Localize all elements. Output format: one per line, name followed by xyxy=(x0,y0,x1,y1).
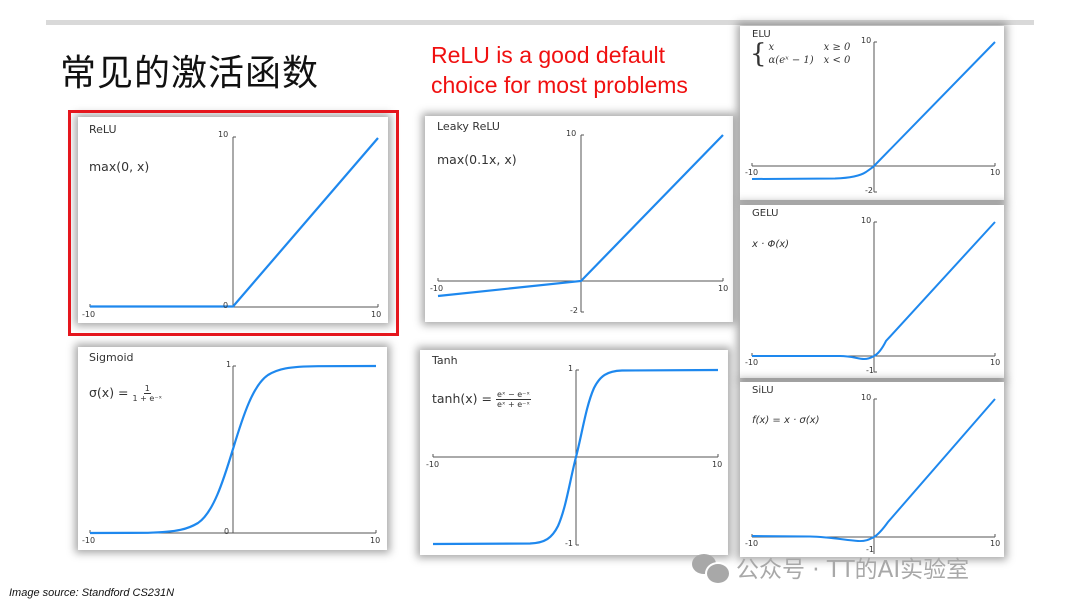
relu-ytick-bot: 0 xyxy=(223,301,229,310)
relu-formula: max(0, x) xyxy=(89,159,150,174)
elu-ytick-top: 10 xyxy=(861,36,872,45)
silu-plot xyxy=(751,398,996,554)
brace-icon: { xyxy=(750,39,767,69)
chart-panel-leaky-relu: Leaky ReLU max(0.1x, x) 10 -2 -10 10 xyxy=(425,116,733,322)
elu-case2-expr: α(eˣ − 1) xyxy=(768,55,814,66)
gelu-formula: x · Φ(x) xyxy=(752,239,790,250)
relu-title: ReLU xyxy=(89,123,117,136)
watermark-text: 公众号 · TT的AI实验室 xyxy=(736,557,970,583)
elu-ytick-bot: -2 xyxy=(865,186,873,195)
relu-highlight-frame xyxy=(68,110,399,336)
tanh-denominator: eˣ + e⁻ˣ xyxy=(497,400,530,409)
elu-case1-expr: x xyxy=(768,42,775,53)
gelu-plot xyxy=(751,221,996,373)
silu-ytick-top: 10 xyxy=(861,393,872,402)
tanh-ytick-bot: -1 xyxy=(565,539,573,548)
tanh-plot xyxy=(432,368,719,546)
relu-xtick-max: 10 xyxy=(371,310,382,319)
sigmoid-xtick-max: 10 xyxy=(370,536,381,545)
silu-xtick-min: -10 xyxy=(745,539,759,548)
elu-xtick-max: 10 xyxy=(990,168,1001,177)
chart-panel-elu: ELU { x x ≥ 0 α(eˣ − 1) x < 0 10 -2 -10 10 xyxy=(740,26,1004,200)
wechat-icon xyxy=(692,552,731,585)
tanh-xtick-min: -10 xyxy=(426,460,440,469)
sigmoid-formula-lhs: σ(x) = xyxy=(89,385,129,400)
sigmoid-numerator: 1 xyxy=(143,384,151,394)
elu-xtick-min: -10 xyxy=(745,168,759,177)
chart-panel-relu: ReLU max(0, x) 10 0 -10 10 xyxy=(78,117,388,323)
elu-formula: { x x ≥ 0 α(eˣ − 1) x < 0 xyxy=(750,41,860,67)
chart-panel-gelu: GELU x · Φ(x) 10 -1 -10 10 xyxy=(740,205,1004,378)
sigmoid-denominator: 1 + e⁻ˣ xyxy=(132,394,163,403)
note-line-2: choice for most problems xyxy=(431,72,688,98)
elu-plot xyxy=(751,41,996,193)
image-source: Image source: Standford CS231N xyxy=(9,587,175,599)
recommendation-note: ReLU is a good default choice for most p… xyxy=(431,40,688,100)
relu-ytick-top: 10 xyxy=(218,130,229,139)
silu-formula: f(x) = x · σ(x) xyxy=(752,415,820,426)
sigmoid-ytick-top: 1 xyxy=(226,360,232,369)
silu-title: SiLU xyxy=(752,385,774,396)
relu-plot xyxy=(89,136,379,308)
leaky-xtick-max: 10 xyxy=(718,284,729,293)
leaky-relu-formula: max(0.1x, x) xyxy=(437,152,517,167)
top-divider xyxy=(46,20,1034,25)
tanh-title: Tanh xyxy=(432,354,458,367)
sigmoid-title: Sigmoid xyxy=(89,351,134,364)
silu-xtick-max: 10 xyxy=(990,539,1001,548)
chart-panel-silu: SiLU f(x) = x · σ(x) 10 -1 -10 10 xyxy=(740,382,1004,557)
gelu-title: GELU xyxy=(752,208,779,219)
sigmoid-xtick-min: -10 xyxy=(82,536,96,545)
slide-title: 常见的激活函数 xyxy=(60,53,320,94)
tanh-formula-lhs: tanh(x) = xyxy=(432,391,493,406)
sigmoid-plot xyxy=(89,364,377,535)
gelu-ytick-top: 10 xyxy=(861,216,872,225)
gelu-xtick-max: 10 xyxy=(990,358,1001,367)
elu-title: ELU xyxy=(752,29,771,40)
tanh-ytick-top: 1 xyxy=(568,364,574,373)
relu-xtick-min: -10 xyxy=(82,310,96,319)
leaky-relu-plot xyxy=(437,134,724,313)
gelu-ytick-bot: -1 xyxy=(866,366,874,375)
note-line-1: ReLU is a good default xyxy=(431,42,665,68)
leaky-relu-title: Leaky ReLU xyxy=(437,120,500,133)
elu-cases-table: x x ≥ 0 α(eˣ − 1) x < 0 xyxy=(769,41,861,67)
sigmoid-ytick-bot: 0 xyxy=(224,527,230,536)
watermark: 公众号 · TT的AI实验室 xyxy=(692,550,970,585)
tanh-xtick-max: 10 xyxy=(712,460,723,469)
silu-ytick-bot: -1 xyxy=(866,545,874,554)
leaky-ytick-top: 10 xyxy=(566,129,577,138)
leaky-ytick-bot: -2 xyxy=(570,306,578,315)
elu-case1-cond: x ≥ 0 xyxy=(823,42,851,53)
tanh-numerator: eˣ − e⁻ˣ xyxy=(496,390,531,400)
leaky-xtick-min: -10 xyxy=(430,284,444,293)
gelu-xtick-min: -10 xyxy=(745,358,759,367)
elu-case2-cond: x < 0 xyxy=(823,55,851,66)
